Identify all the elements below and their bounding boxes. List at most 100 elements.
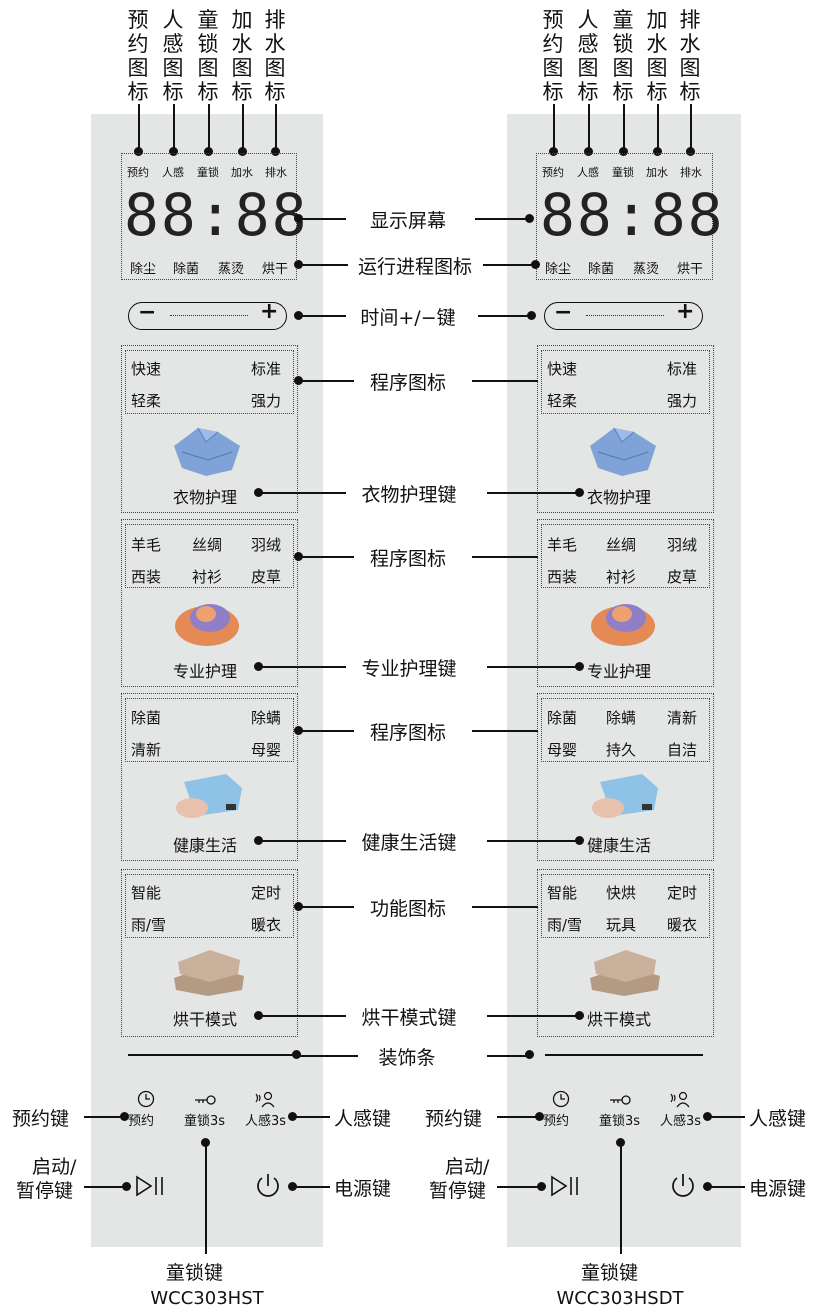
power-icon[interactable] bbox=[254, 1172, 282, 1200]
child-lock-key-label[interactable]: 童锁3s bbox=[184, 1114, 226, 1129]
child-lock-key-label[interactable]: 童锁3s bbox=[599, 1114, 641, 1129]
leader-dot bbox=[619, 147, 628, 156]
leader-line bbox=[242, 104, 244, 150]
leader-line bbox=[292, 1186, 330, 1188]
group-dry-mode-left[interactable] bbox=[121, 869, 298, 1037]
clock-icon bbox=[552, 1090, 570, 1108]
health-key-left[interactable]: 健康生活 bbox=[173, 836, 238, 855]
leader-line bbox=[497, 1186, 539, 1188]
leader-line bbox=[205, 1142, 207, 1254]
leader-line bbox=[173, 104, 175, 150]
program-silk: 丝绸 bbox=[606, 536, 637, 554]
program-shirt: 衬衫 bbox=[606, 568, 637, 586]
program-strong: 强力 bbox=[667, 392, 698, 410]
program-refresh: 清新 bbox=[667, 709, 698, 727]
process-icon-dust: 除尘 bbox=[130, 262, 157, 277]
leader-dot bbox=[525, 214, 534, 223]
label-child-lock-key-left: 童锁键 bbox=[166, 1262, 224, 1284]
baby-clothes-icon bbox=[592, 774, 658, 818]
person-sense-icon bbox=[255, 1091, 275, 1108]
group-pro-care-left[interactable] bbox=[121, 519, 298, 687]
time-adjust-key-left[interactable] bbox=[128, 302, 287, 330]
display-icon-sense: 人感 bbox=[577, 166, 599, 179]
label-dry-mode-key: 烘干模式键 bbox=[361, 1007, 457, 1029]
function-warm: 暖衣 bbox=[667, 916, 698, 934]
group-clothes-care-right[interactable] bbox=[537, 345, 714, 513]
play-pause-icon[interactable] bbox=[549, 1174, 581, 1198]
program-self-clean: 自洁 bbox=[667, 741, 698, 759]
display-icon-lock: 童锁 bbox=[612, 166, 634, 179]
display-icon-drain: 排水 bbox=[680, 166, 702, 179]
sense-key-label[interactable]: 人感3s bbox=[245, 1114, 287, 1129]
health-key-right[interactable]: 健康生活 bbox=[587, 836, 652, 855]
label-sense-key-right: 人感键 bbox=[749, 1108, 807, 1130]
label-clothes-care-key: 衣物护理键 bbox=[361, 484, 457, 506]
schedule-key-label[interactable]: 预约 bbox=[543, 1114, 570, 1129]
dry-mode-key-right[interactable]: 烘干模式 bbox=[587, 1010, 652, 1029]
leader-line bbox=[298, 264, 348, 266]
schedule-key-label[interactable]: 预约 bbox=[128, 1114, 155, 1129]
leader-dot bbox=[169, 147, 178, 156]
leader-dot bbox=[238, 147, 247, 156]
program-suit: 西装 bbox=[547, 568, 578, 586]
sense-key-label[interactable]: 人感3s bbox=[660, 1114, 702, 1129]
clothes-care-key-right[interactable]: 衣物护理 bbox=[587, 488, 652, 507]
time-adjust-key-right[interactable] bbox=[544, 302, 703, 330]
label-power-key-right: 电源键 bbox=[749, 1178, 807, 1200]
clock-icon bbox=[137, 1090, 155, 1108]
program-baby: 母婴 bbox=[547, 741, 578, 759]
program-fur: 皮草 bbox=[251, 568, 282, 586]
top-label-yuyue-left: 预约图标 bbox=[127, 8, 149, 104]
display-digits-left: 88:88 bbox=[124, 181, 309, 249]
program-shirt: 衬衫 bbox=[192, 568, 223, 586]
program-standard: 标准 bbox=[251, 360, 282, 378]
label-child-lock-key-right: 童锁键 bbox=[581, 1262, 639, 1284]
leader-line bbox=[138, 104, 140, 150]
display-icon-yuyue: 预约 bbox=[127, 166, 149, 179]
plus-icon[interactable]: + bbox=[676, 299, 695, 324]
process-icon-steam: 蒸烫 bbox=[218, 262, 245, 277]
decor-strip-left bbox=[128, 1054, 296, 1056]
program-icons-box bbox=[125, 524, 294, 588]
group-health-right[interactable] bbox=[537, 693, 714, 861]
program-icons-box bbox=[125, 350, 294, 414]
power-icon[interactable] bbox=[669, 1172, 697, 1200]
key-lock-icon bbox=[195, 1095, 216, 1105]
process-icon-dry: 烘干 bbox=[262, 262, 289, 277]
minus-icon[interactable]: − bbox=[138, 300, 157, 325]
program-standard: 标准 bbox=[667, 360, 698, 378]
program-wool: 羊毛 bbox=[131, 536, 162, 554]
label-program-icons-1: 程序图标 bbox=[369, 372, 446, 394]
program-refresh: 清新 bbox=[131, 741, 162, 759]
label-start-key-line1-right: 启动/ bbox=[445, 1156, 490, 1178]
process-icon-germ: 除菌 bbox=[588, 262, 615, 277]
clothes-care-key-left[interactable]: 衣物护理 bbox=[173, 488, 238, 507]
pro-care-key-left[interactable]: 专业护理 bbox=[173, 662, 238, 681]
group-dry-mode-right[interactable] bbox=[537, 869, 714, 1037]
function-quick-dry: 快烘 bbox=[606, 884, 637, 902]
display-icon-yuyue: 预约 bbox=[542, 166, 564, 179]
pro-care-key-right[interactable]: 专业护理 bbox=[587, 662, 652, 681]
group-pro-care-right[interactable] bbox=[537, 519, 714, 687]
minus-icon[interactable]: − bbox=[554, 300, 573, 325]
leader-dot bbox=[575, 836, 584, 845]
function-warm: 暖衣 bbox=[251, 916, 282, 934]
top-label-water-in-right: 加水图标 bbox=[646, 8, 668, 104]
group-clothes-care-left[interactable] bbox=[121, 345, 298, 513]
group-health-left[interactable] bbox=[121, 693, 298, 861]
dry-mode-key-left[interactable]: 烘干模式 bbox=[173, 1010, 238, 1029]
program-fur: 皮草 bbox=[667, 568, 698, 586]
leader-line bbox=[472, 380, 538, 382]
leader-line bbox=[472, 730, 538, 732]
leader-line bbox=[487, 666, 579, 668]
leader-line bbox=[292, 1116, 330, 1118]
leader-dot bbox=[537, 1182, 546, 1191]
program-suit: 西装 bbox=[131, 568, 162, 586]
leader-line bbox=[258, 666, 346, 668]
leader-line bbox=[475, 218, 530, 220]
function-toy: 玩具 bbox=[606, 916, 637, 934]
plus-icon[interactable]: + bbox=[260, 299, 279, 324]
play-pause-icon[interactable] bbox=[134, 1174, 166, 1198]
program-icons-box bbox=[125, 698, 294, 762]
label-display: 显示屏幕 bbox=[369, 210, 446, 232]
